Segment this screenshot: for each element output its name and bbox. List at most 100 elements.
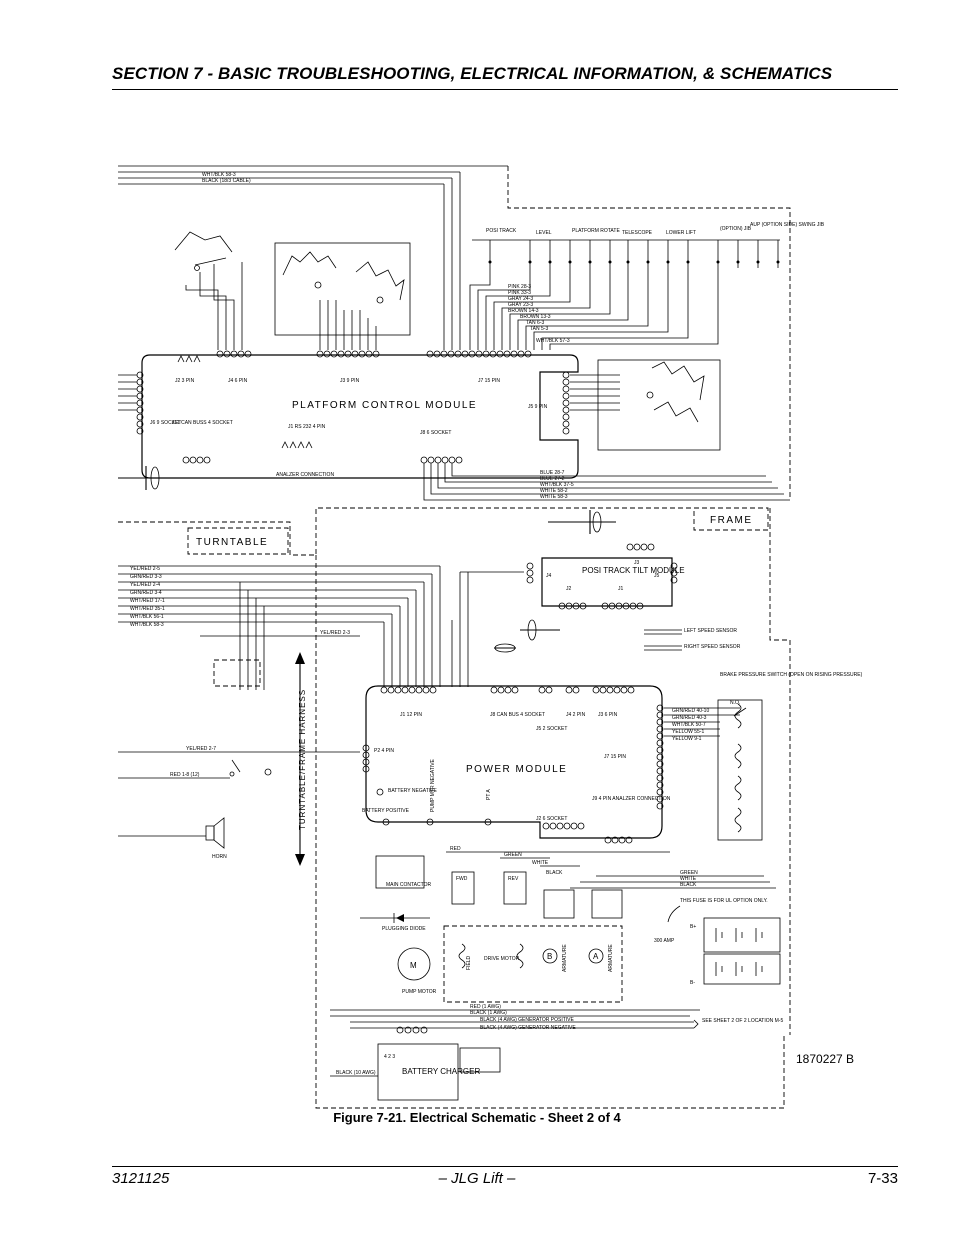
pump-mtr-neg: PUMP MTR NEGATIVE bbox=[430, 758, 436, 812]
switch-option-jib: (OPTION) JIB bbox=[720, 226, 752, 232]
wire-red-1-8: RED 1-8 (12) bbox=[170, 772, 200, 778]
power-module: POWER MODULE J1 12 PIN J8 CAN BUS 4 SOCK… bbox=[362, 685, 671, 844]
wire-black-10awg: BLACK (10 AWG) bbox=[336, 1070, 376, 1076]
pt-j2-label: J2 bbox=[566, 586, 572, 592]
field-label-1: FIELD bbox=[466, 955, 472, 970]
analyzer-label: ANALZER CONNECTION bbox=[276, 472, 334, 478]
pm-j5-label: J5 2 SOCKET bbox=[536, 726, 567, 732]
pt-a-label: PT A bbox=[486, 789, 492, 800]
wire-gray-24: GRAY 24-3 bbox=[508, 296, 533, 302]
wire-black-2: BLACK bbox=[680, 882, 697, 888]
pt-j5-label: J5 bbox=[654, 573, 660, 579]
pc-j2-label: J2 3 PIN bbox=[175, 378, 195, 384]
n-o-label: N.O. bbox=[730, 700, 740, 706]
platform-switches: POSI TRACK LEVEL PLATFORM ROTATE TELESCO… bbox=[469, 222, 825, 350]
power-module-label: POWER MODULE bbox=[466, 764, 567, 775]
battery-charger: BATTERY CHARGER 4 2 3 bbox=[377, 1026, 501, 1101]
footer-brand: – JLG Lift – bbox=[438, 1170, 516, 1187]
pm-j9-label: J9 4 PIN ANALZER CONNECTION bbox=[592, 796, 671, 802]
drive-motor: DRIVE MOTOR bbox=[484, 956, 520, 962]
section-title: SECTION 7 - BASIC TROUBLESHOOTING, ELECT… bbox=[112, 64, 833, 83]
b-minus: B- bbox=[690, 980, 695, 986]
wire-green-2: GREEN bbox=[680, 870, 698, 876]
battery-charger-label: BATTERY CHARGER bbox=[402, 1067, 480, 1076]
wire-tan-5: TAN 5-3 bbox=[530, 326, 548, 332]
pc-j4-pins bbox=[216, 350, 252, 358]
drawing-number: 1870227 B bbox=[796, 1052, 855, 1066]
pt-j4-label: J4 bbox=[546, 573, 552, 579]
battery-positive: BATTERY POSITIVE bbox=[362, 808, 410, 814]
pc-j4-label: J4 6 PIN bbox=[228, 378, 248, 384]
pc-j3-label: J3 9 PIN bbox=[340, 378, 360, 384]
figure-caption: Figure 7-21. Electrical Schematic - Shee… bbox=[333, 1110, 621, 1125]
wire-wht-blk-37: WHT/BLK 37-5 bbox=[540, 482, 574, 488]
wire-frame-3: WHT/BLK 50-7 bbox=[672, 722, 706, 728]
wire-tt-2: GRN/RED 3-3 bbox=[130, 574, 162, 580]
switch-posi-track: POSI TRACK bbox=[486, 228, 517, 234]
horn-label: HORN bbox=[212, 854, 227, 860]
power-circuit: MAIN CONTACTOR PLUGGING DIODE M PUMP MOT… bbox=[330, 846, 783, 1077]
drive-steer-joystick bbox=[570, 359, 721, 451]
fwd-label: FWD bbox=[456, 876, 468, 882]
wire-tt-5: WHT/RED 17-1 bbox=[130, 598, 165, 604]
pc-j3-pins bbox=[316, 350, 380, 358]
wire-black-1awg: BLACK (1 AWG) bbox=[470, 1010, 507, 1016]
main-contactor: MAIN CONTACTOR bbox=[386, 882, 431, 888]
switch-lower-lift: LOWER LIFT bbox=[666, 230, 696, 236]
page-number: 7-33 bbox=[867, 1170, 898, 1187]
svg-text:4 2 3: 4 2 3 bbox=[384, 1054, 395, 1060]
wire-white-58-2: WHITE 58-2 bbox=[540, 488, 568, 494]
pt-j1-label: J1 bbox=[618, 586, 624, 592]
wire-white-2: WHITE bbox=[680, 876, 697, 882]
wire-tt-7: WHT/BLK 56-1 bbox=[130, 614, 164, 620]
zone-frame: FRAME bbox=[710, 515, 753, 526]
footer-rule bbox=[112, 1166, 898, 1167]
pc-j5-label: J5 9 PIN bbox=[528, 404, 548, 410]
wire-wht-blk-57: WHT/BLK 57-3 bbox=[536, 338, 570, 344]
pc-j6-label: J6 9 SOCKET bbox=[150, 420, 181, 426]
wire-tt-1: YEL/RED 2-5 bbox=[130, 566, 160, 572]
wire-label-top-2: BLACK (18/3 CABLE) bbox=[202, 178, 251, 184]
wire-blue-27: BLUE 27-2 bbox=[540, 476, 565, 482]
svg-text:B: B bbox=[547, 952, 552, 961]
switch-swing-jib: AUP (OPTION SIDE) SWING JIB bbox=[750, 222, 825, 228]
wire-white-58-3: WHITE 58-3 bbox=[540, 494, 568, 500]
brake-pressure-label: BRAKE PRESSURE SWITCH (OPEN ON RISING PR… bbox=[720, 672, 863, 678]
wire-white: WHITE bbox=[532, 860, 549, 866]
pm-j3-label: J3 6 PIN bbox=[598, 712, 618, 718]
wire-blue-28: BLUE 28-7 bbox=[540, 470, 565, 476]
wire-gray-23: GRAY 23-3 bbox=[508, 302, 533, 308]
pc-j6-pins bbox=[118, 371, 144, 435]
armature-label-2: ARMATURE bbox=[608, 944, 614, 972]
turntable-wire-bundle: YEL/RED 2-5 GRN/RED 3-3 YEL/RED 2-4 GRN/… bbox=[118, 565, 440, 779]
wire-tt-6: WHT/RED 35-1 bbox=[130, 606, 165, 612]
document-number: 3121125 bbox=[112, 1170, 170, 1187]
wire-red-1awg: RED (1 AWG) bbox=[470, 1004, 501, 1010]
swing-upper-lift-joystick bbox=[274, 242, 411, 350]
wire-frame-2: GRN/RED 40-3 bbox=[672, 715, 707, 721]
switch-platform-rotate: PLATFORM ROTATE bbox=[572, 228, 620, 234]
plugging-diode: PLUGGING DIODE bbox=[382, 926, 426, 932]
fuse-amp: 300 AMP bbox=[654, 938, 675, 944]
svg-text:M: M bbox=[410, 961, 417, 970]
platform-control-module: PLATFORM CONTROL MODULE J2 3 PIN J4 6 PI… bbox=[118, 350, 579, 479]
pc-j11-label: J11 CAN BUSS 4 SOCKET bbox=[172, 420, 233, 426]
wire-tt-8: WHT/BLK 58-3 bbox=[130, 622, 164, 628]
wire-pink-28: PINK 28-3 bbox=[508, 284, 531, 290]
wire-brown-14: BROWN 14-3 bbox=[508, 308, 539, 314]
pump-motor: PUMP MOTOR bbox=[402, 989, 437, 995]
pc-j1-pins bbox=[281, 441, 313, 449]
wire-tt-4: GRN/RED 3-4 bbox=[130, 590, 162, 596]
wire-frame-1: GRN/RED 40-10 bbox=[672, 708, 709, 714]
wire-tan-6: TAN 6-3 bbox=[526, 320, 544, 326]
wire-pink-33: PINK 33-3 bbox=[508, 290, 531, 296]
can-buss-cable: PT A bbox=[118, 466, 210, 490]
b-plus: B+ bbox=[690, 924, 696, 930]
top-wire-bundle: WHT/BLK 58-3 BLACK (18/3 CABLE) bbox=[118, 165, 508, 350]
pt-j3-label: J3 bbox=[634, 560, 640, 566]
pc-j8-pins bbox=[420, 456, 463, 464]
pm-j7-pins bbox=[656, 704, 664, 810]
frame-right-devices: BRAKE PRESSURE SWITCH (OPEN ON RISING PR… bbox=[664, 672, 863, 841]
turntable-devices: HORN bbox=[118, 659, 272, 860]
